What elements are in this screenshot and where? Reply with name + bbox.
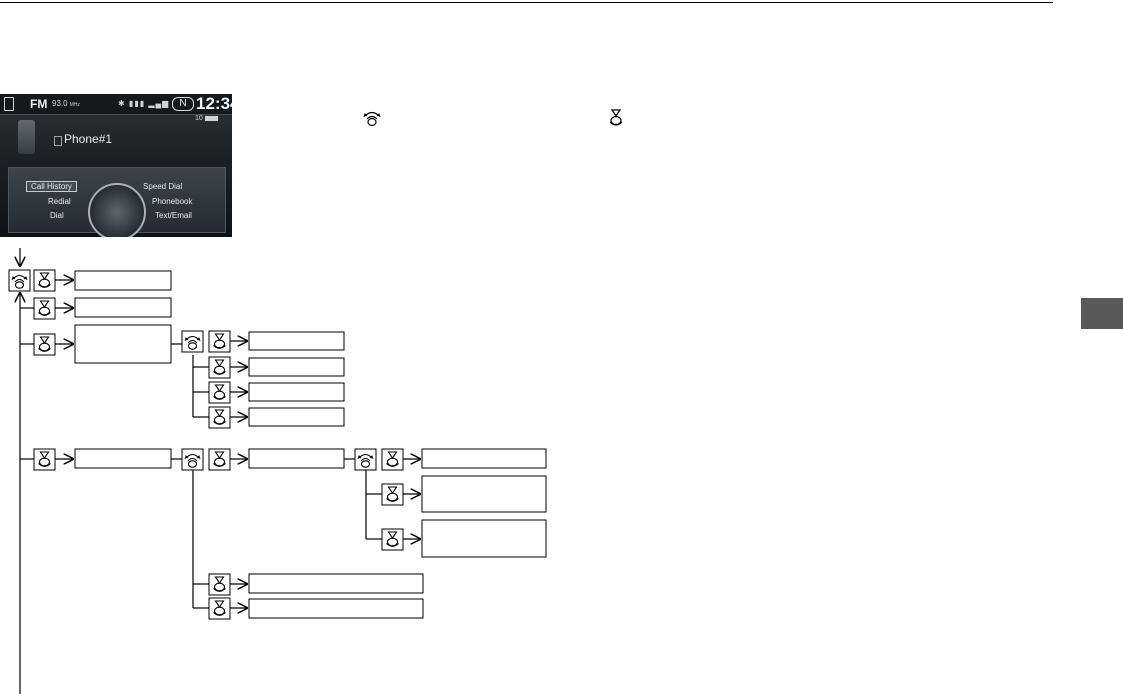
flow-box [421, 448, 547, 469]
flow-box [74, 448, 172, 469]
volume-indicator: 10 [195, 115, 218, 122]
flow-box [248, 331, 345, 351]
flow-press-icon [381, 483, 404, 506]
flow-box [248, 382, 345, 402]
radio-band: FM [30, 97, 48, 111]
menu-item-speed-dial[interactable]: Speed Dial [143, 182, 183, 191]
flow-press-icon [381, 528, 404, 551]
bluetooth-battery-signal-icons: ✱ ▮▮▮ ▂▄▆ [118, 99, 170, 108]
flow-press-icon [33, 448, 56, 471]
flow-box [248, 407, 345, 427]
menu-item-call-history[interactable]: Call History [26, 181, 77, 192]
flow-press-icon [208, 330, 231, 353]
volume-value: 10 [195, 115, 203, 122]
flow-box [248, 357, 345, 377]
press-icon [609, 109, 623, 126]
flow-press-icon [208, 381, 231, 404]
flow-press-icon [208, 448, 231, 471]
gear-indicator: N [172, 97, 194, 111]
flow-box [248, 598, 424, 619]
menu-item-text-email[interactable]: Text/Email [155, 211, 192, 220]
flow-press-icon [33, 269, 56, 292]
volume-bar [204, 115, 218, 121]
flow-rotate-icon [354, 448, 377, 471]
interface-dial-knob[interactable] [88, 183, 146, 237]
menu-item-dial[interactable]: Dial [50, 211, 64, 220]
flow-press-icon [208, 573, 231, 596]
flow-box [421, 475, 547, 513]
rotate-icon [363, 111, 381, 127]
radio-frequency-value: 93.0 [52, 99, 68, 108]
phone-chip-icon [54, 136, 62, 146]
flow-box [74, 297, 172, 318]
flow-press-icon [33, 333, 56, 356]
flow-press-icon [381, 448, 404, 471]
phone-status-icon [4, 97, 14, 111]
flow-rotate-icon [181, 330, 204, 353]
clock: 12:34 [196, 94, 232, 113]
flow-rotate-icon [8, 269, 31, 292]
radio-frequency-unit: MHz [69, 102, 80, 108]
flow-press-icon [33, 297, 56, 320]
flow-box [421, 519, 547, 558]
flow-rotate-icon [181, 448, 204, 471]
menu-item-phonebook[interactable]: Phonebook [152, 197, 193, 206]
flow-box [74, 270, 172, 291]
phone-name: Phone#1 [64, 132, 113, 146]
flow-press-icon [208, 406, 231, 429]
handset-icon [18, 120, 35, 154]
flow-press-icon [208, 597, 231, 620]
flow-box [74, 324, 172, 364]
flow-press-icon [208, 356, 231, 379]
menu-item-redial[interactable]: Redial [48, 197, 71, 206]
top-rule [0, 2, 1053, 3]
flow-box [248, 573, 424, 594]
section-tab [1081, 298, 1123, 329]
flow-box [248, 448, 345, 469]
